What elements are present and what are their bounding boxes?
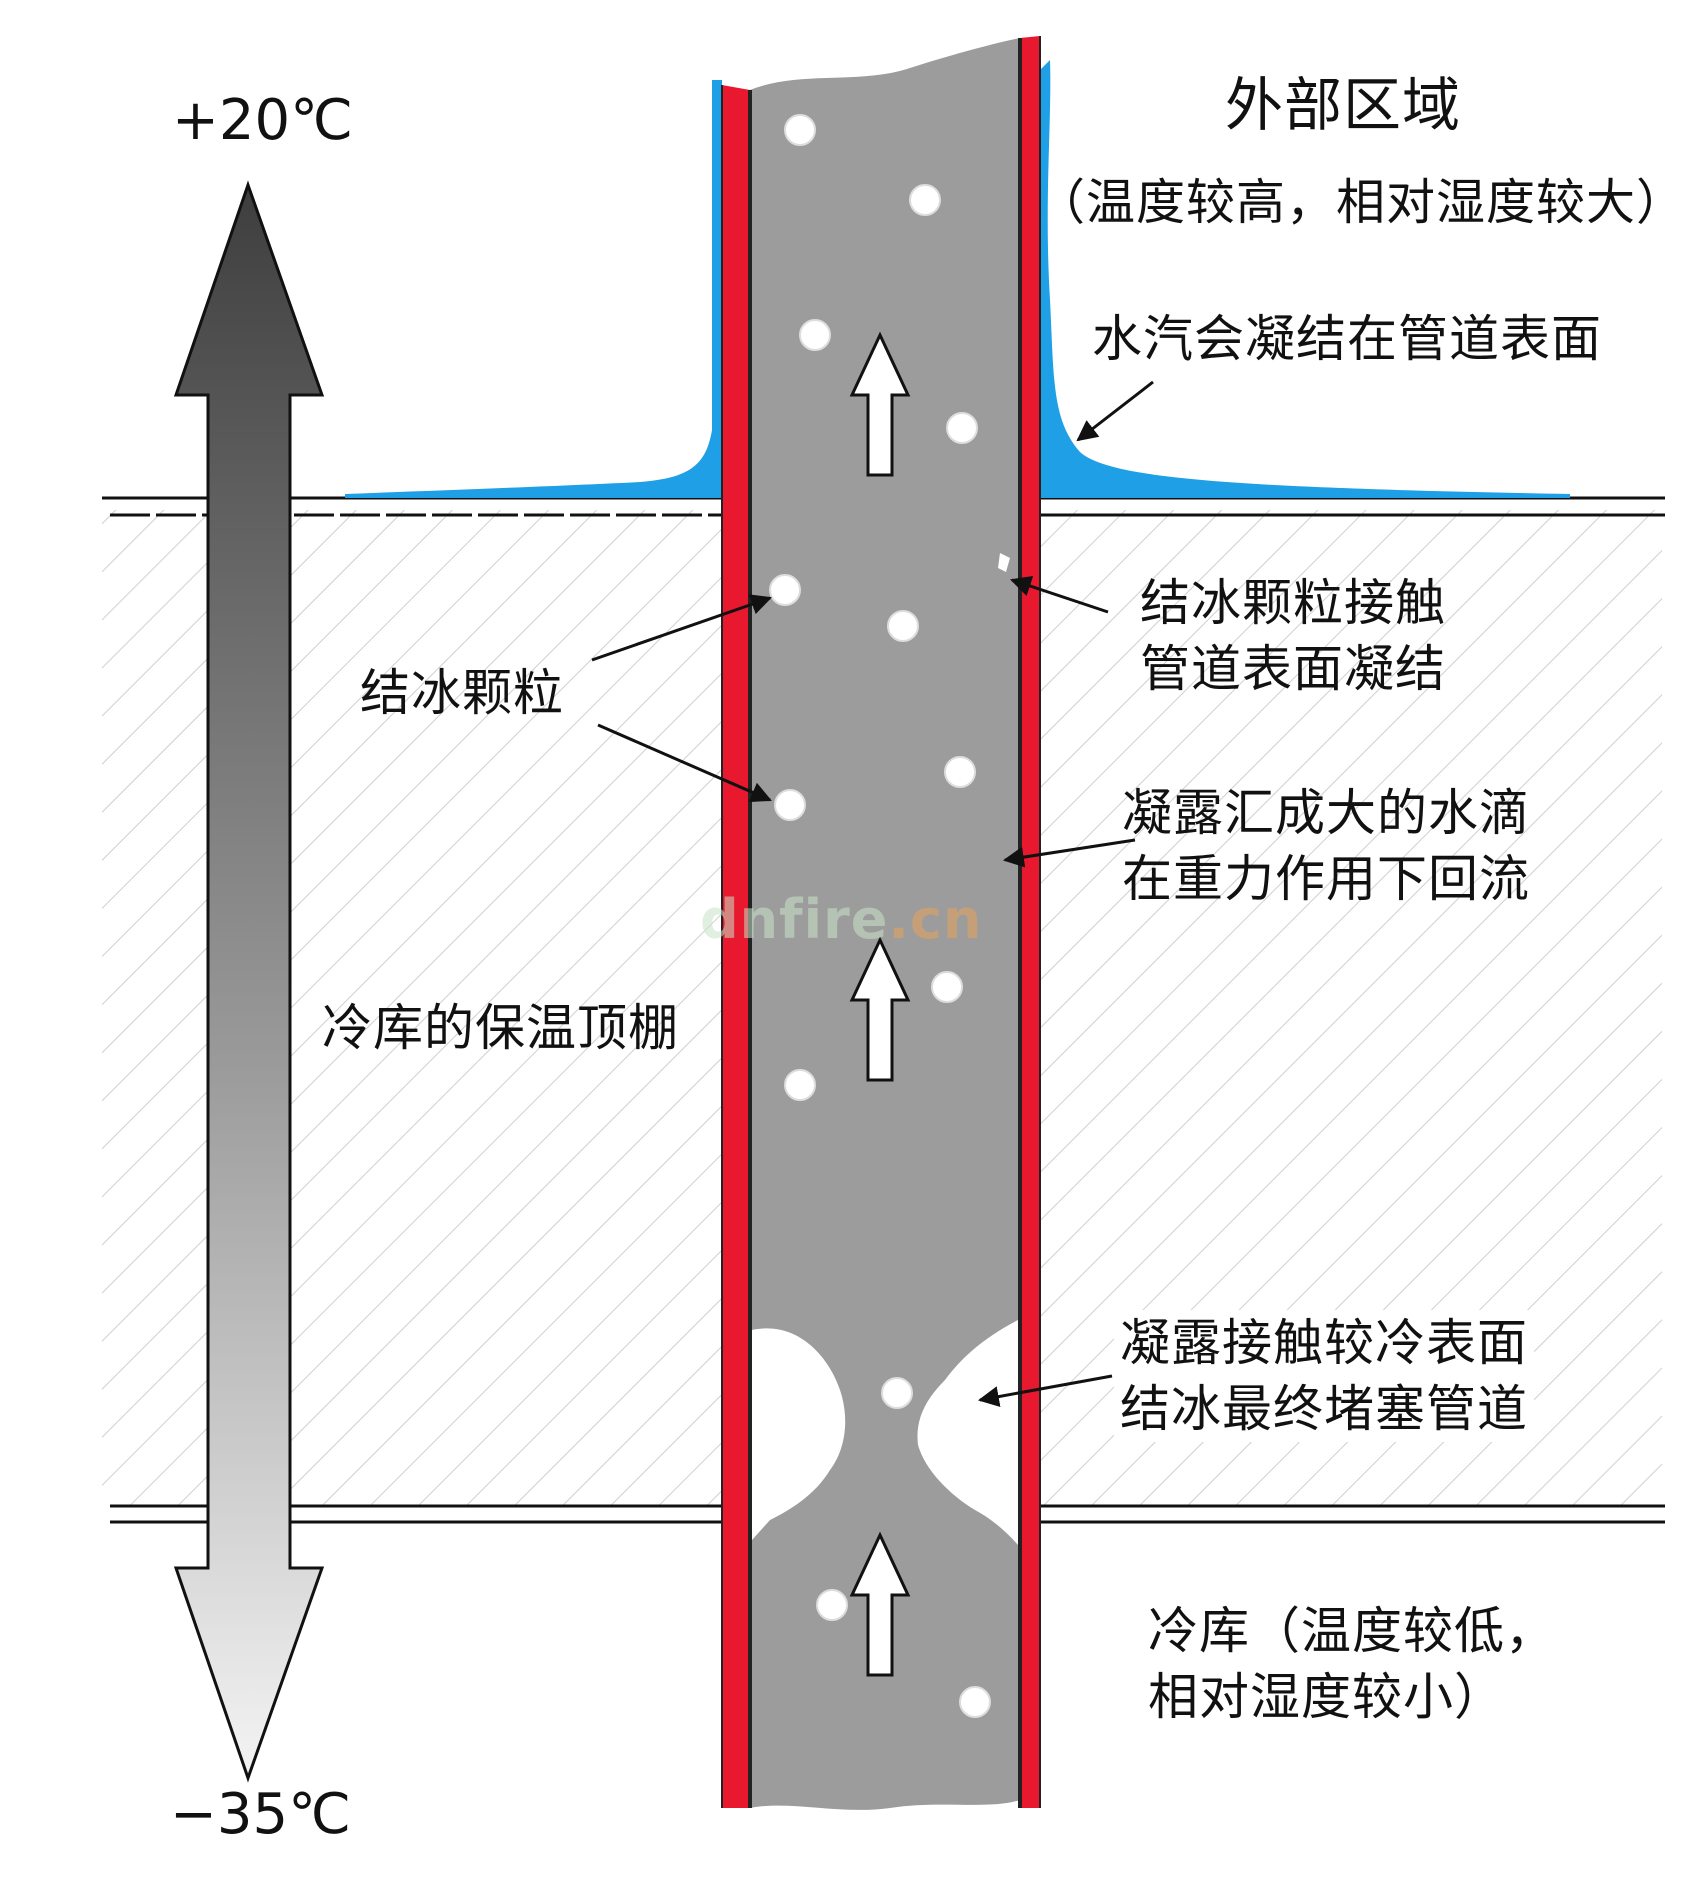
ice-particle [887,610,919,642]
particle-contact-label: 结冰颗粒接触 管道表面凝结 [1140,570,1446,702]
droplets-line-1: 凝露汇成大的水滴 [1122,784,1530,842]
up-arrow-icon [849,936,911,1082]
double-arrow-gauge-icon [173,180,325,1783]
cold-room-line-2: 相对湿度较小） [1148,1668,1505,1726]
ice-particle [931,971,963,1003]
up-arrow-icon [849,1531,911,1677]
leader-lines [591,380,1154,1407]
ice-particle [909,184,941,216]
ice-particle [774,789,806,821]
ceiling-label: 冷库的保温顶棚 [322,999,679,1057]
ice-particle [784,1069,816,1101]
particle-contact-line-1: 结冰颗粒接触 [1140,574,1446,632]
up-arrow-icon [849,331,911,477]
outside-title: 外部区域 [1225,71,1462,139]
vapor-label: 水汽会凝结在管道表面 [1092,310,1602,368]
blockage-line-2: 结冰最终堵塞管道 [1120,1380,1528,1438]
pipe-wall-left [722,85,750,1808]
ice-particles-label: 结冰颗粒 [360,664,564,722]
cold-room-line-1: 冷库（温度较低， [1148,1602,1556,1660]
droplets-line-2: 在重力作用下回流 [1122,850,1530,908]
ice-particle [881,1377,913,1409]
blockage-label: 凝露接触较冷表面 结冰最终堵塞管道 [1114,1310,1534,1442]
ice-particle [769,574,801,606]
ice-particle [959,1686,991,1718]
temperature-bottom-label: −35℃ [170,1782,352,1847]
ice-particle [946,412,978,444]
ice-blockage [752,553,1018,1545]
particle-contact-line-2: 管道表面凝结 [1140,640,1446,698]
ice-particle [784,114,816,146]
ice-particles [769,114,991,1718]
ice-particle [816,1589,848,1621]
temperature-top-label: +20℃ [172,88,354,153]
watermark-suffix: .cn [888,888,983,951]
blockage-line-1: 凝露接触较冷表面 [1120,1314,1528,1372]
ice-particle [944,756,976,788]
insulated-ceiling [102,496,1665,1524]
outside-description: （温度较高，相对湿度较大） [1036,174,1687,231]
cold-room-label: 冷库（温度较低， 相对湿度较小） [1148,1598,1556,1730]
watermark: dnfire.cn [700,888,982,951]
droplets-label: 凝露汇成大的水滴 在重力作用下回流 [1122,780,1530,912]
pipe-wall-right [1020,36,1040,1808]
watermark-text: dnfire [700,888,889,951]
ice-particle [799,319,831,351]
